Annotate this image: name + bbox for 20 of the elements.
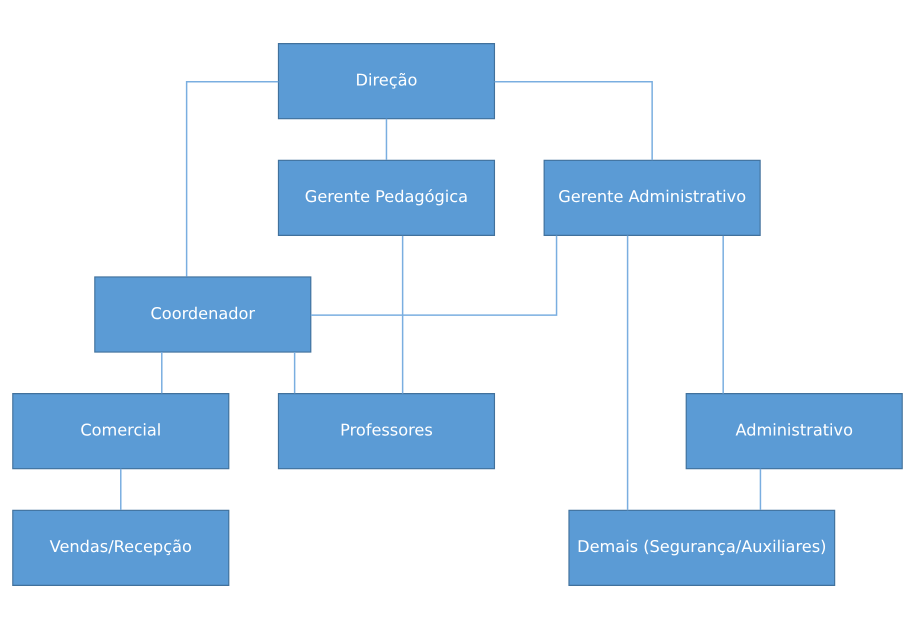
connector: [186, 81, 278, 277]
node-box: Administrativo: [686, 393, 903, 470]
connector: [722, 236, 724, 394]
connector: [294, 352, 296, 394]
node-box: Coordenador: [94, 276, 312, 353]
node-box: Gerente Administrativo: [544, 160, 761, 236]
connector: [494, 81, 653, 160]
connector: [120, 468, 122, 510]
connector: [626, 236, 628, 510]
node-box: Gerente Pedagógica: [278, 160, 496, 236]
node-box: Professores: [278, 393, 496, 470]
connector: [161, 352, 163, 394]
connector: [760, 468, 762, 510]
node-box: Demais (Segurança/Auxiliares): [568, 510, 836, 586]
node-box: Direção: [278, 43, 496, 120]
connector: [386, 118, 388, 160]
node-box: Vendas/Recepção: [12, 510, 230, 586]
node-box: Comercial: [12, 393, 230, 470]
connector: [310, 236, 558, 316]
connector: [402, 236, 404, 394]
